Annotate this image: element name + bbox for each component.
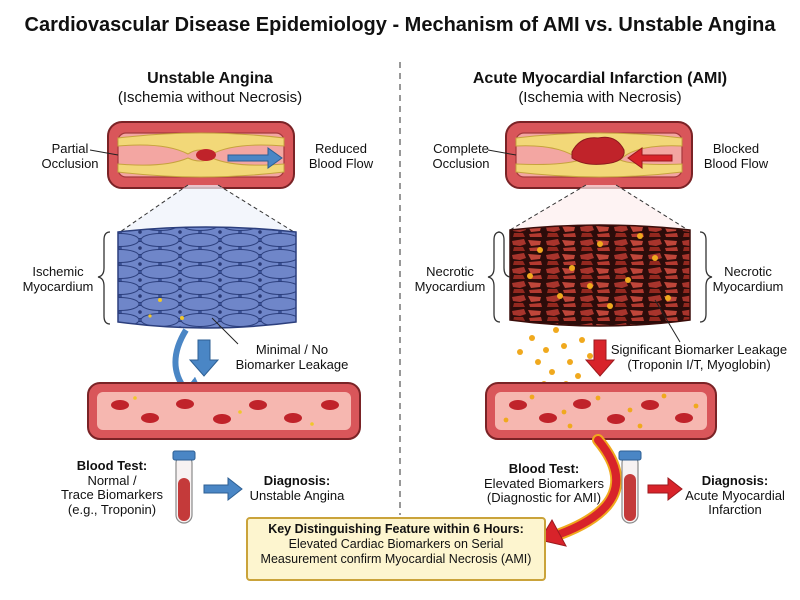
right-heading: Acute Myocardial Infarction (AMI): [472, 70, 728, 87]
left-down-arrow-icon: [188, 339, 220, 377]
key-feature-line-1: Elevated Cardiac Biomarkers on Serial: [288, 537, 504, 551]
right-blocked-arrow-icon: [627, 147, 673, 169]
right-diagnosis-label: Diagnosis: Acute Myocardial Infarction: [685, 473, 785, 518]
left-heading: Unstable Angina: [147, 70, 273, 87]
left-subheading: (Ischemia without Necrosis): [117, 89, 303, 106]
right-tissue-bracket-right: [699, 231, 713, 323]
right-leak-label: Significant Biomarker Leakage(Troponin I…: [610, 342, 788, 372]
left-diagnosis-arrow-icon: [203, 476, 243, 502]
key-feature-title: Key Distinguishing Feature within 6 Hour…: [268, 522, 524, 536]
left-small-clot: [196, 149, 216, 161]
leaking-biomarker-dots: [517, 327, 601, 387]
tissue-biomarker-dots: [527, 233, 671, 309]
key-feature-curved-arrow-icon: [556, 436, 621, 538]
left-occlusion-pointer: [89, 149, 119, 156]
key-feature-line-2: Measurement confirm Myocardial Necrosis …: [260, 552, 532, 566]
right-blood-vessel: [485, 382, 717, 440]
left-diagnosis-label: Diagnosis: Unstable Angina: [249, 473, 345, 503]
right-large-clot: [571, 136, 625, 165]
left-flow-arrow-icon: [227, 147, 283, 169]
page-title: Cardiovascular Disease Epidemiology - Me…: [24, 14, 776, 36]
left-blood-vessel: [87, 382, 361, 440]
right-blood-test-label: Blood Test: Elevated Biomarkers (Diagnos…: [484, 461, 604, 506]
key-feature-box: Key Distinguishing Feature within 6 Hour…: [246, 517, 546, 581]
right-diagnosis-arrow-icon: [647, 476, 683, 502]
left-blood-test-label: Blood Test: Normal / Trace Biomarkers (e…: [60, 458, 164, 517]
left-tissue-bracket: [97, 231, 111, 325]
right-subheading: (Ischemia with Necrosis): [518, 89, 682, 106]
right-blood-test-tube-icon: [618, 450, 642, 524]
right-tissue-bracket-left: [487, 231, 501, 323]
left-blood-test-tube-icon: [172, 450, 196, 524]
necrotic-myocardium-tissue: [509, 224, 691, 327]
right-down-arrow-icon: [584, 339, 616, 377]
ischemic-myocardium-tissue: [117, 226, 297, 329]
